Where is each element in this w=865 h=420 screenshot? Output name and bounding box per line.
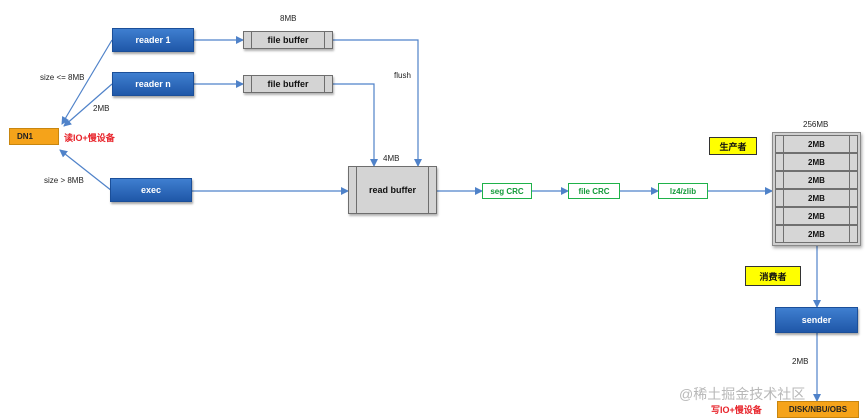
send-2mb-label: 2MB <box>792 357 809 366</box>
queue-slot: 2MB <box>775 207 858 225</box>
file-crc-stage: file CRC <box>568 183 620 199</box>
arrow-readern-to-dn1 <box>63 83 113 127</box>
dn1-node: DN1 <box>9 128 59 145</box>
queue-slot: 2MB <box>775 189 858 207</box>
arrow-filebuffern-to-readbuffer <box>333 83 378 167</box>
queue-slot: 2MB <box>775 171 858 189</box>
queue-slot: 2MB <box>775 135 858 153</box>
arrow-exec-to-dn1 <box>59 149 113 192</box>
read-io-slow-device-label: 读IO+慢设备 <box>64 133 115 143</box>
read-buffer: read buffer <box>348 166 437 214</box>
producer-tag: 生产者 <box>709 137 757 155</box>
sender-node: sender <box>775 307 858 333</box>
size-gt-8mb-label: size > 8MB <box>44 176 84 185</box>
queue-slot: 2MB <box>775 153 858 171</box>
compress-stage: lz4/zlib <box>658 183 708 199</box>
flush-label: flush <box>394 71 411 80</box>
queue-size-label: 256MB <box>803 120 829 129</box>
file-buffer-size-label: 8MB <box>280 14 297 23</box>
exec-node: exec <box>110 178 192 202</box>
size-le-8mb-label: size <= 8MB <box>40 73 85 82</box>
file-buffer-1: file buffer <box>243 31 333 49</box>
watermark-text: @稀土掘金技术社区 <box>679 386 806 402</box>
file-buffer-n: file buffer <box>243 75 333 93</box>
arrow-reader1-to-dn1 <box>61 39 113 125</box>
reader-1-node: reader 1 <box>112 28 194 52</box>
read-buffer-size-label: 4MB <box>383 154 400 163</box>
queue-slot: 2MB <box>775 225 858 243</box>
read-2mb-label: 2MB <box>93 104 110 113</box>
arrow-filebuffer1-flush <box>333 39 422 167</box>
reader-n-node: reader n <box>112 72 194 96</box>
consumer-tag: 消费者 <box>745 266 801 286</box>
disk-nbu-obs-target: DISK/NBU/OBS <box>777 401 859 418</box>
seg-crc-stage: seg CRC <box>482 183 532 199</box>
write-io-slow-device-label: 写IO+慢设备 <box>711 405 762 415</box>
